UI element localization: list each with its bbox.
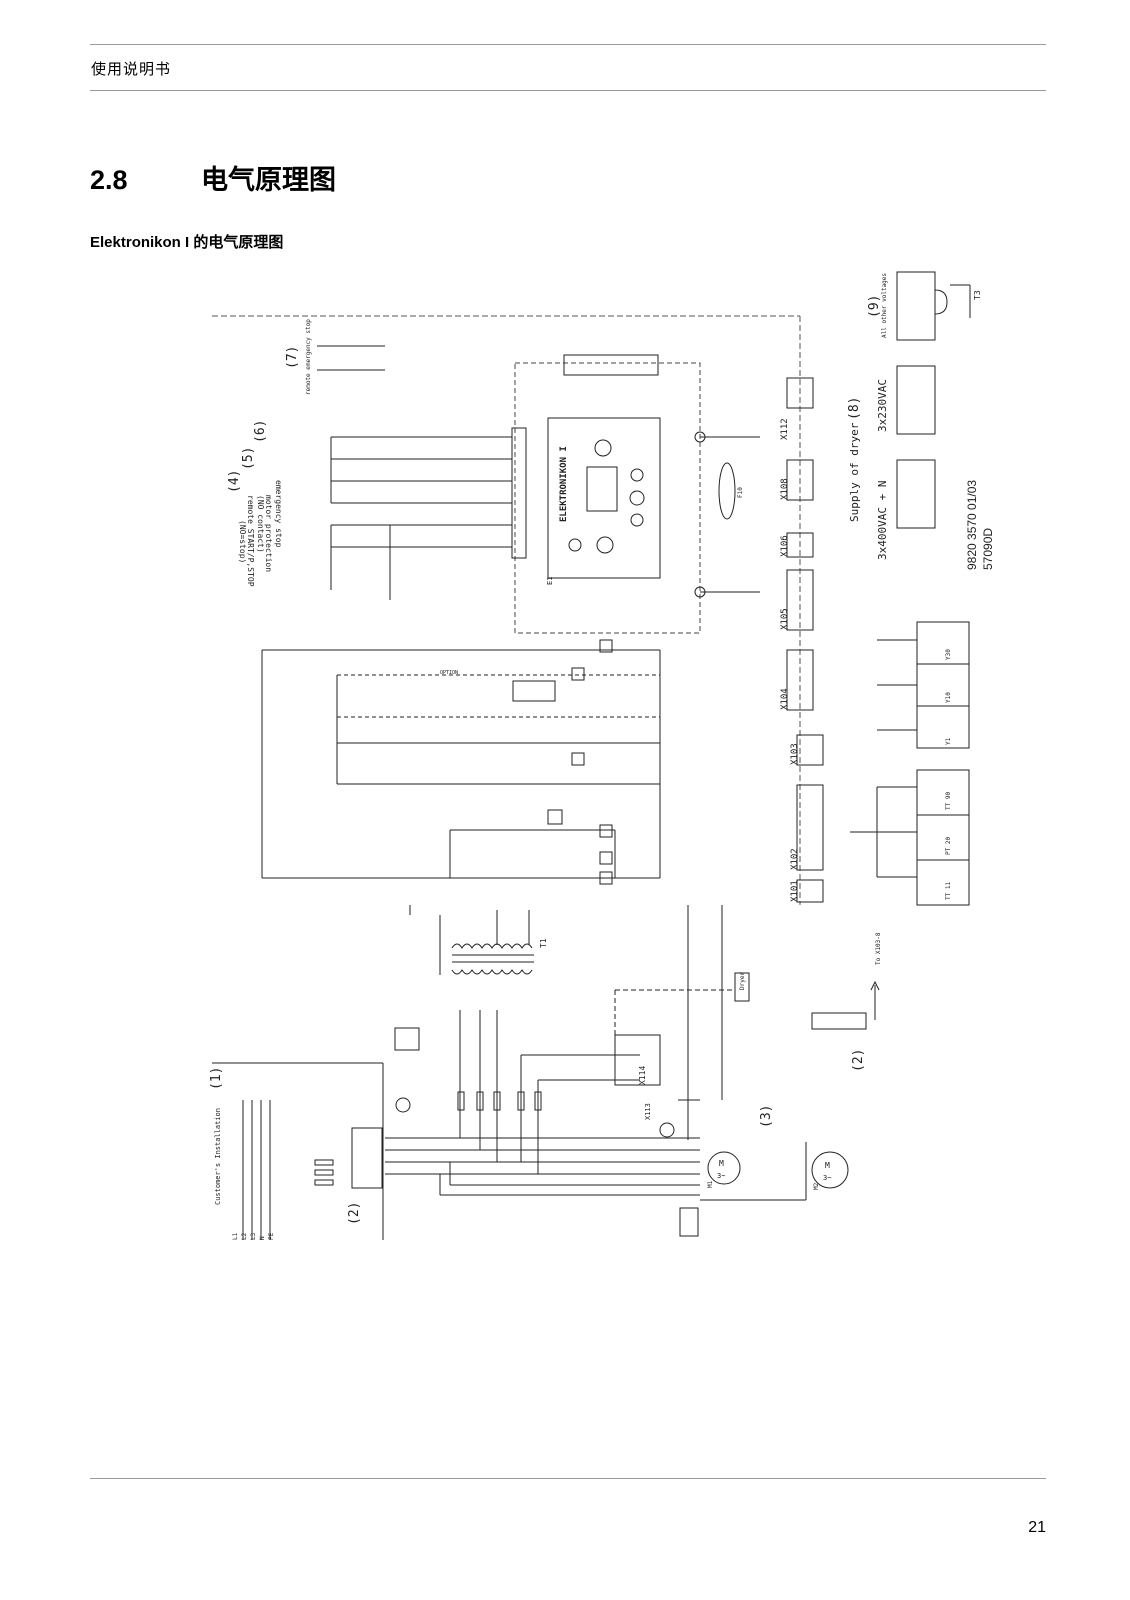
label-dryer: Dryer <box>739 972 746 990</box>
label-x106: X106 <box>780 535 790 557</box>
label-x104: X104 <box>780 688 790 710</box>
label-n2b: (2) <box>851 1049 866 1072</box>
label-x108: X108 <box>780 478 790 500</box>
label-option: OPTION <box>440 670 458 676</box>
label-n4: (4) <box>227 470 242 493</box>
label-drawing-sub: 57090D <box>981 528 995 570</box>
label-pt20: PT 20 <box>945 837 952 855</box>
label-supply-3x400: 3x400VAC + N <box>876 481 889 560</box>
label-y10: Y10 <box>945 692 952 703</box>
subtitle: Elektronikon I 的电气原理图 <box>90 234 284 251</box>
label-tt90: TT 90 <box>945 792 952 810</box>
diagram-labels: (1) (2) (2) (3) (4) (5) (6) (7) (8) (9) … <box>209 273 995 1240</box>
section-number: 2.8 <box>90 165 128 195</box>
label-x114: X114 <box>638 1066 647 1085</box>
label-l1: L1 <box>232 1232 239 1240</box>
power-section <box>212 905 880 1240</box>
label-to-x103: To X103-8 <box>875 932 882 965</box>
label-n1: (1) <box>209 1067 224 1090</box>
label-x105: X105 <box>780 608 790 630</box>
label-x113: X113 <box>644 1103 652 1120</box>
label-n5: (5) <box>241 447 256 470</box>
label-y30: Y30 <box>945 649 952 660</box>
label-n7: (7) <box>285 346 300 369</box>
label-remote-start-stop: remote START/P,STOP <box>246 495 255 587</box>
label-elektronikon: ELEKTRONIKON I <box>559 446 569 522</box>
header-rule-bottom <box>90 90 1046 91</box>
label-e1: E1 <box>546 577 554 585</box>
label-y1: Y1 <box>945 737 952 745</box>
label-x103: X103 <box>790 743 800 765</box>
label-m1: M1 <box>707 1180 714 1188</box>
label-n3: (3) <box>759 1105 774 1128</box>
label-l3: L3 <box>250 1232 257 1240</box>
option-modules <box>850 621 970 906</box>
label-m2: M2 <box>813 1182 820 1190</box>
label-x101: X101 <box>790 880 800 902</box>
label-n6: (6) <box>253 420 268 443</box>
label-tt11: TT 11 <box>945 882 952 900</box>
dryer-supply-boxes <box>896 271 971 529</box>
label-n2a: (2) <box>347 1202 362 1225</box>
label-motor-m2: M <box>825 1161 830 1170</box>
label-drawing-no: 9820 3570 01/03 <box>965 480 979 570</box>
label-n8: (8) <box>847 397 862 420</box>
label-supply-of-dryer: Supply of dryer <box>848 422 861 522</box>
relay-ladder <box>261 639 661 885</box>
label-t3: T3 <box>973 290 982 300</box>
header-text: 使用说明书 <box>91 60 172 78</box>
label-customers-installation: Customer's Installation <box>214 1108 222 1205</box>
label-all-other-voltages: All other voltages <box>881 273 888 338</box>
label-n9: (9) <box>867 295 882 318</box>
transformer-t1 <box>409 905 534 975</box>
label-motor-protection: motor protection <box>264 495 273 572</box>
label-no-stop: (NO=stop) <box>238 520 247 563</box>
label-no-contact: (NO contact) <box>256 495 265 553</box>
label-f10: F10 <box>737 487 744 498</box>
label-x112: X112 <box>780 418 790 440</box>
label-t1: T1 <box>539 938 548 948</box>
label-motor-m1: M <box>719 1159 724 1168</box>
page-number: 21 <box>1028 1519 1046 1536</box>
label-n: N <box>259 1236 266 1240</box>
label-l2: L2 <box>241 1232 248 1240</box>
label-remote-emergency-stop: remote emergency stop <box>305 319 312 395</box>
terminal-strips <box>786 377 824 903</box>
label-motor-3-m1: 3~ <box>717 1172 725 1180</box>
label-emergency-stop: emergency stop <box>274 480 283 548</box>
section-title-text: 电气原理图 <box>201 165 336 195</box>
label-pe: PE <box>268 1232 275 1240</box>
control-wiring <box>317 345 760 600</box>
controller-box <box>511 354 701 634</box>
schematic-frame <box>212 315 801 905</box>
label-motor-3-m2: 3~ <box>823 1174 831 1182</box>
header-rule-top <box>90 44 1046 45</box>
section-title: 2.8 电气原理图 <box>90 158 336 197</box>
footer-rule <box>90 1478 1046 1479</box>
label-supply-3x230: 3x230VAC <box>876 379 889 432</box>
label-x102: X102 <box>790 848 800 870</box>
